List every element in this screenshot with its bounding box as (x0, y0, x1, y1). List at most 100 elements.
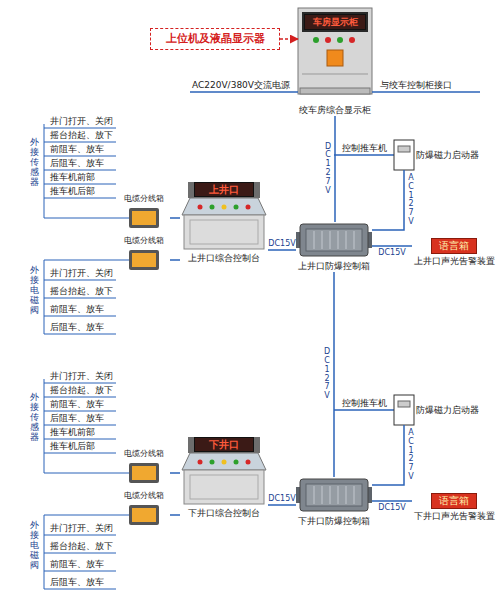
control-box: 上井口防爆控制箱 (296, 222, 372, 272)
sensor-wires (44, 298, 116, 299)
node-text: 电缆分线箱 (124, 449, 164, 459)
starter-icon (394, 140, 414, 170)
voltage-label: DC15V (268, 494, 295, 504)
signal-label: 前阻车、放车 (50, 304, 104, 315)
node-text: 车房显示柜 (313, 17, 358, 28)
connector-line (268, 504, 296, 506)
node-text: 电缆分线箱 (124, 236, 164, 246)
connector-line (170, 259, 180, 261)
console-body (222, 205, 227, 210)
signal-label: 前阻车、放车 (50, 399, 104, 410)
node-text: 防爆磁力启动器 (416, 150, 479, 161)
magnetic-starter: 防爆磁力启动器 (392, 395, 488, 425)
group-label: 外接传感器 (30, 138, 39, 187)
console-body (190, 220, 258, 244)
explosion-proof-box-icon (329, 231, 331, 249)
console-body (184, 215, 264, 249)
junction-box: 电缆分线箱 (118, 491, 170, 525)
connector-line (170, 514, 180, 516)
signal-label: 摇台抬起、放下 (50, 541, 113, 552)
junction-box-icon (132, 253, 156, 267)
sensor-wires (44, 156, 116, 157)
junction-box: 电缆分线箱 (118, 449, 170, 483)
sensor-wires (44, 260, 129, 334)
connector-line (372, 500, 412, 502)
magnetic-starter: 防爆磁力启动器 (392, 140, 488, 170)
signal-label: AC220V/380V交流电源 (192, 80, 290, 91)
signal-label: 井门打开、关闭 (50, 523, 113, 534)
group-label: 外接电磁阀 (30, 521, 39, 570)
sensor-wires (44, 184, 116, 185)
indicator-light (313, 37, 319, 43)
signal-label: 推车机后部 (50, 186, 95, 197)
explosion-proof-box-icon (306, 229, 362, 251)
signal-label: 控制推车机 (342, 143, 387, 154)
panel-line (302, 74, 368, 75)
signal-label: 控制推车机 (342, 398, 387, 409)
node-text: 下井口声光告警装置 (414, 511, 495, 522)
sensor-wires (44, 124, 394, 334)
sensor-wires (334, 154, 394, 156)
connector-line (170, 472, 180, 474)
cabinet-panel (327, 50, 343, 66)
voltage-label: DC127V (323, 348, 331, 401)
node-text: 绞车房综合显示柜 (299, 105, 371, 116)
explosion-proof-box-icon (313, 231, 315, 249)
signal-label: 推车机前部 (50, 172, 95, 183)
console-body (246, 205, 251, 210)
shaft-section (44, 124, 414, 334)
voltage-label: AC127V (407, 429, 415, 482)
node-text: 下井口 (209, 439, 239, 451)
cabinet-base (300, 88, 370, 94)
signal-label: 摇台抬起、放下 (50, 286, 113, 297)
voltage-label: DC15V (268, 239, 295, 249)
node-text: 上位机及液晶显示器 (166, 32, 265, 45)
connector-line (333, 272, 335, 477)
sensor-wires (44, 124, 129, 218)
signal-label: 后阻车、放车 (50, 413, 104, 424)
indicator-light (349, 37, 355, 43)
junction-box-icon (129, 208, 159, 228)
sensor-wires (44, 170, 116, 171)
group-label: 外接传感器 (30, 393, 39, 442)
voltage-label: DC15V (378, 503, 405, 513)
signal-label: 摇台抬起、放下 (50, 385, 113, 396)
signal-label: 后阻车、放车 (50, 577, 104, 588)
node-text: 电缆分线箱 (124, 491, 164, 501)
explosion-proof-box-icon (296, 224, 372, 256)
signal-label: 井门打开、关闭 (50, 268, 113, 279)
connector-line (372, 170, 404, 230)
console-body (234, 205, 239, 210)
junction-box-icon (129, 250, 159, 270)
connector-line (372, 245, 412, 247)
starter-icon (394, 140, 414, 170)
explosion-proof-box-icon (345, 231, 347, 249)
console: 上井口综合控制台上井口 (180, 180, 268, 264)
explosion-proof-box-icon (337, 231, 339, 249)
signal-label: 井门打开、关闭 (50, 371, 113, 382)
explosion-proof-box-icon (300, 224, 368, 256)
voice-alarm-box: 语言箱上井口声光告警装置 (412, 238, 496, 270)
explosion-proof-box-icon (353, 231, 355, 249)
signal-label: 井门打开、关闭 (50, 116, 113, 127)
connector-line (280, 38, 298, 40)
signal-label: 前阻车、放车 (50, 559, 104, 570)
voltage-label: DC127V (324, 143, 332, 196)
group-label: 外接电磁阀 (30, 266, 39, 315)
power-line (190, 91, 298, 93)
indicator-light (337, 37, 343, 43)
sensor-wires (44, 128, 116, 129)
voltage-label: AC127V (407, 174, 415, 227)
signal-label: 后阻车、放车 (50, 158, 104, 169)
starter-icon (398, 146, 410, 152)
node-text: 上井口 (209, 184, 239, 196)
junction-box: 电缆分线箱 (118, 194, 170, 228)
connector-line (268, 249, 296, 251)
connector-line (334, 116, 336, 222)
sensor-wires (44, 198, 116, 199)
console: 下井口综合控制台下井口 (180, 435, 268, 519)
display-cabinet: 绞车房综合显示柜车房显示柜 (298, 8, 372, 116)
signal-label: 后阻车、放车 (50, 322, 104, 333)
explosion-proof-box-icon (314, 231, 354, 249)
